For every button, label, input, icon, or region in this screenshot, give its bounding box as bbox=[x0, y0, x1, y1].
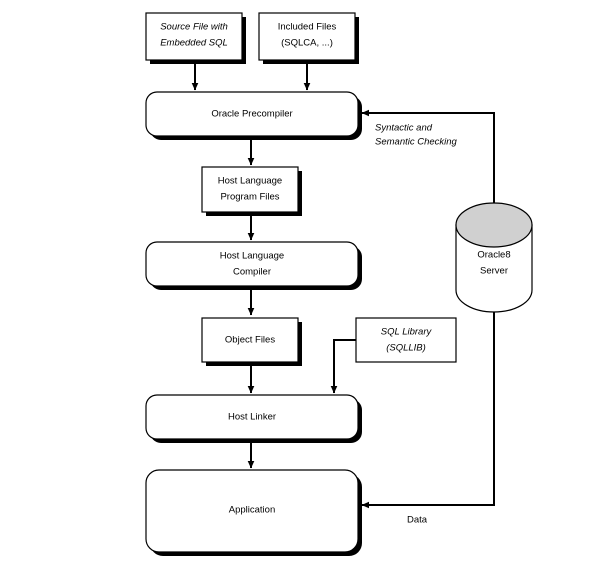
sql-library-label-line-2: (SQLLIB) bbox=[386, 343, 426, 354]
host-language-program-files-label-line-2: Program Files bbox=[220, 192, 279, 203]
oracle8-server-label-line-2: Server bbox=[480, 266, 508, 277]
host-language-program-files-label-line-1: Host Language bbox=[218, 176, 282, 187]
oracle8-server-body bbox=[455, 224, 533, 313]
host-linker-label: Host Linker bbox=[228, 412, 276, 423]
source-file-label-line-1: Source File with bbox=[160, 22, 228, 33]
syntactic-semantic-checking-label-line-1: Syntactic and bbox=[375, 123, 433, 134]
node-oracle-precompiler[interactable]: Oracle Precompiler bbox=[145, 91, 362, 140]
edges-layer bbox=[191, 64, 495, 509]
edge-sql-library-to-linker bbox=[330, 339, 356, 394]
data-label: Data bbox=[407, 515, 428, 526]
object-files-label: Object Files bbox=[225, 335, 275, 346]
node-source-file[interactable]: Source File with Embedded SQL bbox=[145, 12, 246, 64]
included-files-box bbox=[258, 12, 356, 61]
node-oracle8-server[interactable]: Oracle8 Server bbox=[455, 202, 533, 313]
node-host-language-compiler[interactable]: Host Language Compiler bbox=[145, 241, 362, 290]
edge-labels-layer: Syntactic and Semantic Checking Data bbox=[375, 123, 458, 526]
source-file-label-line-2: Embedded SQL bbox=[160, 38, 228, 49]
included-files-label-line-2: (SQLCA, ...) bbox=[281, 38, 333, 49]
sql-library-box bbox=[355, 317, 457, 363]
oracle-precompiler-label: Oracle Precompiler bbox=[211, 109, 292, 120]
edge-precompiler-to-server bbox=[361, 109, 495, 210]
object-files-box bbox=[201, 317, 299, 363]
included-files-label-line-1: Included Files bbox=[278, 22, 337, 33]
oracle8-server-label-line-1: Oracle8 bbox=[477, 250, 510, 261]
application-box bbox=[145, 469, 359, 553]
host-linker-box bbox=[145, 394, 359, 440]
application-label: Application bbox=[229, 505, 275, 516]
node-object-files[interactable]: Object Files bbox=[201, 317, 302, 366]
node-host-linker[interactable]: Host Linker bbox=[145, 394, 362, 443]
oracle-precompiler-box bbox=[145, 91, 359, 137]
sql-library-label-line-1: SQL Library bbox=[381, 327, 433, 338]
node-host-language-program-files[interactable]: Host Language Program Files bbox=[201, 166, 302, 216]
syntactic-semantic-checking-label-line-2: Semantic Checking bbox=[375, 137, 458, 148]
host-language-compiler-box bbox=[145, 241, 359, 287]
host-language-compiler-label-line-1: Host Language bbox=[220, 251, 284, 262]
oracle8-server-top bbox=[455, 202, 533, 248]
source-file-box bbox=[145, 12, 243, 61]
node-application[interactable]: Application bbox=[145, 469, 362, 556]
node-sql-library[interactable]: SQL Library (SQLLIB) bbox=[355, 317, 457, 363]
edge-server-to-application bbox=[361, 312, 495, 509]
host-language-compiler-label-line-2: Compiler bbox=[233, 267, 271, 278]
host-language-program-files-box bbox=[201, 166, 299, 213]
node-included-files[interactable]: Included Files (SQLCA, ...) bbox=[258, 12, 359, 64]
